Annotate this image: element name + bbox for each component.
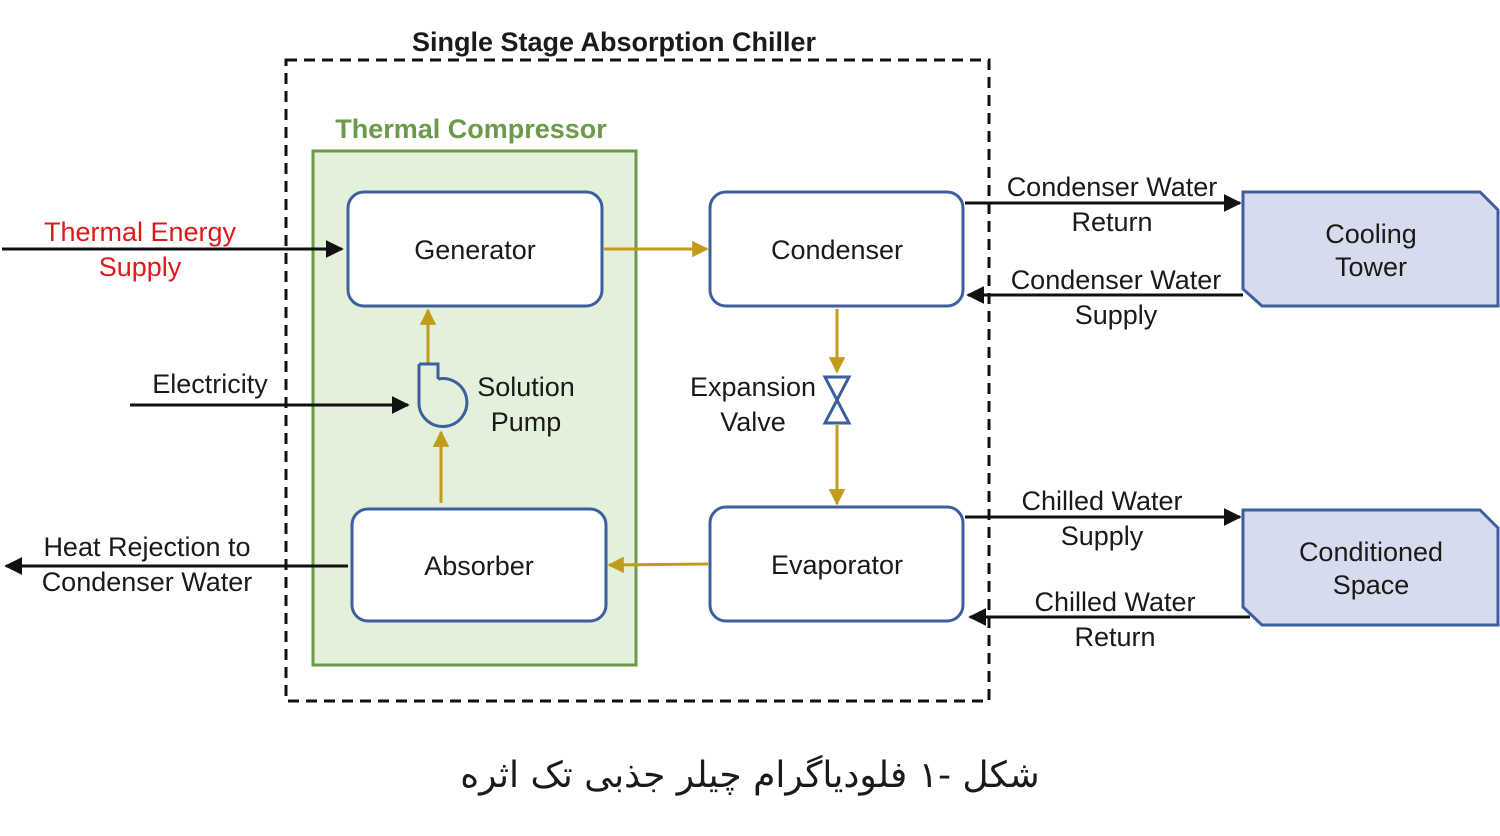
chw-return-line2: Return [1074,622,1155,652]
pump-icon [417,362,469,428]
evaporator-box [708,505,965,623]
cw-return-line1: Condenser Water [1007,172,1218,202]
chiller-boundary [284,58,991,703]
valve-label-line1: Expansion [690,372,816,402]
flow-evaporator-to-absorber [607,556,709,574]
cooling-tower-label-line2: Tower [1335,252,1407,282]
chw-return-line1: Chilled Water [1034,587,1195,617]
evaporator-label: Evaporator [771,550,903,580]
chw-supply-line1: Chilled Water [1021,486,1182,516]
absorber-box [350,507,608,623]
valve-icon [822,375,852,425]
heat-rejection-line2: Condenser Water [42,567,253,597]
generator-box [346,190,604,308]
conditioned-space-label-line1: Conditioned [1299,537,1443,567]
conditioned-space-box [1241,508,1500,627]
cooling-tower-label-line1: Cooling [1325,219,1417,249]
heat-rejection-line1: Heat Rejection to [43,532,250,562]
condenser-label: Condenser [771,235,903,265]
cw-supply-line2: Supply [1075,300,1158,330]
generator-label: Generator [414,235,536,265]
thermal-energy-line2: Supply [99,252,182,282]
condenser-box [708,190,965,308]
conditioned-space-label-line2: Space [1333,570,1410,600]
pump-label-line2: Pump [491,407,562,437]
electricity-label: Electricity [152,369,268,399]
thermal-compressor-title: Thermal Compressor [335,114,607,144]
thermal-energy-line1: Thermal Energy [44,217,237,247]
valve-label-line2: Valve [720,407,786,437]
cw-supply-line1: Condenser Water [1011,265,1222,295]
chiller-title: Single Stage Absorption Chiller [412,27,817,57]
cooling-tower-box [1241,190,1500,308]
figure-caption: شکل -۱ فلودیاگرام چیلر جذبی تک اثره [460,754,1039,796]
absorber-label: Absorber [424,551,534,581]
cw-return-line2: Return [1071,207,1152,237]
pump-label-line1: Solution [477,372,575,402]
chw-supply-line2: Supply [1061,521,1144,551]
